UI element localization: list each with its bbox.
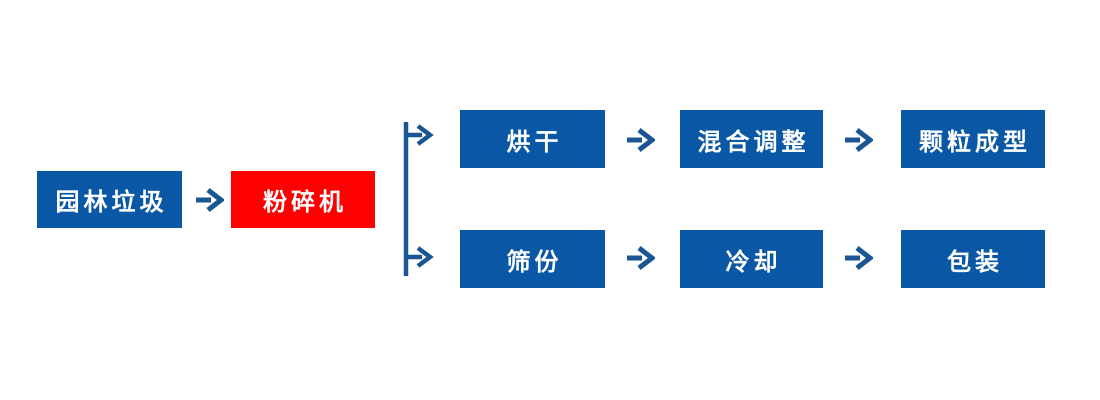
node-mixing-adjustment: 混合调整 — [680, 110, 823, 168]
arrow-right-icon — [625, 245, 655, 271]
node-packing: 包装 — [901, 230, 1045, 288]
arrow-right-icon — [625, 127, 655, 153]
branch-bracket-icon — [400, 119, 436, 279]
node-garden-waste: 园林垃圾 — [37, 171, 182, 228]
arrow-right-icon — [843, 245, 873, 271]
arrow-right-icon — [194, 187, 224, 213]
node-cooling: 冷却 — [680, 230, 823, 288]
node-crusher: 粉碎机 — [231, 171, 375, 228]
node-pellet-forming: 颗粒成型 — [901, 110, 1045, 168]
arrow-right-icon — [843, 127, 873, 153]
node-sieving: 筛份 — [460, 230, 605, 288]
node-drying: 烘干 — [460, 110, 605, 168]
